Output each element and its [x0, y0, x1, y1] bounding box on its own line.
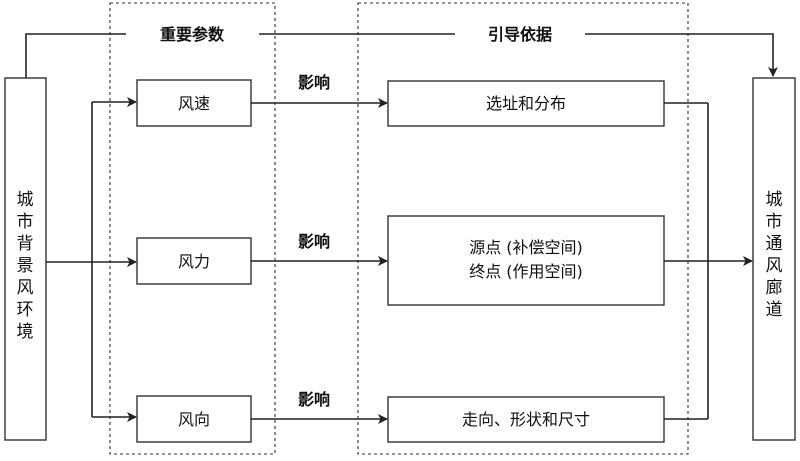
- top-connector-left: [25, 33, 126, 78]
- right-box-char: 市: [766, 212, 783, 232]
- right-box-char: 通: [766, 234, 783, 254]
- top-connector-arrow: [585, 33, 778, 77]
- result-box-shape: [387, 396, 665, 443]
- left-box-char: 环: [17, 300, 34, 320]
- params-header: 重要参数: [160, 25, 225, 44]
- basis-group-frame: [357, 2, 689, 455]
- result-label: 选址和分布: [486, 94, 566, 113]
- param-label: 风速: [178, 94, 210, 113]
- right-box: [752, 77, 796, 441]
- right-box-char: 城: [766, 190, 783, 210]
- result-box-source-sink: [387, 215, 665, 306]
- left-box-char: 风: [17, 278, 34, 298]
- basis-header-bg: [455, 22, 585, 46]
- right-box-char: 道: [766, 300, 783, 320]
- right-box-char: 风: [766, 256, 783, 276]
- params-group-frame: [109, 2, 276, 455]
- param-label: 风向: [178, 410, 210, 429]
- param-label: 风力: [178, 252, 210, 271]
- result-label-line1: 源点 (补偿空间): [469, 238, 583, 257]
- result-box-location: [387, 80, 665, 127]
- left-box: [4, 77, 47, 441]
- result-label: 走向、形状和尺寸: [462, 410, 590, 429]
- right-box-char: 廊: [766, 278, 783, 298]
- left-box-char: 景: [17, 256, 34, 276]
- result-label-line2: 终点 (作用空间): [469, 262, 583, 281]
- params-header-bg: [126, 22, 259, 46]
- left-box-char: 背: [17, 234, 34, 254]
- influence-label: 影响: [298, 232, 330, 251]
- left-box-char: 城: [17, 190, 34, 210]
- basis-header: 引导依据: [488, 25, 552, 44]
- influence-label: 影响: [298, 390, 330, 409]
- influence-label: 影响: [298, 73, 330, 92]
- left-box-char: 市: [17, 212, 34, 232]
- left-box-char: 境: [17, 322, 34, 342]
